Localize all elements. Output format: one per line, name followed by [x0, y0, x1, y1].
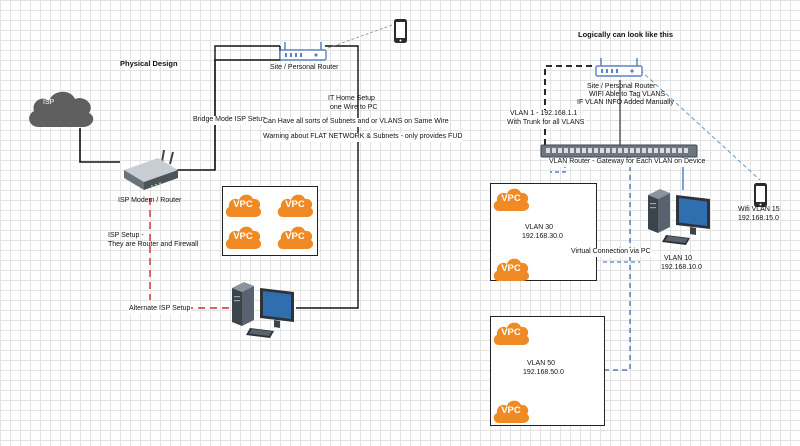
personal-router: [278, 40, 328, 62]
vlan10-subnet: 192.168.10.0: [661, 264, 702, 271]
vlan50-name: VLAN 50: [527, 360, 556, 367]
desktop-computer-icon: [232, 282, 294, 338]
wifi-phone: [753, 182, 768, 208]
vlan10-pc: [646, 183, 714, 247]
home-setup-line2: one Wire to PC: [330, 104, 378, 111]
vpc-label: VPC: [233, 199, 253, 210]
vpc-label: VPC: [501, 405, 521, 416]
isp-modem-label: ISP Modem / Router: [118, 197, 182, 204]
logical-router-line3: IF VLAN INFO Added Manually: [577, 99, 674, 106]
router-icon: [595, 58, 643, 77]
vpc-label: VPC: [233, 231, 253, 242]
switch-label: VLAN Router - Gateway for Each VLAN on D…: [548, 158, 707, 167]
wire-bridge: [214, 45, 280, 170]
vpc-label: VPC: [285, 199, 305, 210]
home-setup-line1: IT Home Setup: [328, 95, 375, 102]
vlan50-subnet: 192.168.50.0: [523, 369, 564, 376]
vpc-cloud-icon: [277, 226, 314, 249]
wifi-name: Wifi VLAN 15: [738, 206, 780, 213]
vpc-cloud-icon: [277, 194, 314, 217]
vlan10-name: VLAN 10: [664, 255, 693, 262]
vpc-cloud-physical-4: VPC: [276, 222, 314, 250]
vpc-cloud-icon: [225, 194, 262, 217]
wifi-link-phone: [327, 24, 393, 49]
virtual-connection-label: Virtual Connection via PC: [570, 248, 652, 257]
isp-setup-line2: They are Router and Firewall: [108, 241, 199, 248]
wifi-link-vlan15: [639, 69, 761, 181]
trunk-link: [544, 65, 592, 150]
vpc-cloud-icon: [493, 188, 530, 211]
vpc-label: VPC: [501, 263, 521, 274]
vpc-cloud-icon: [493, 400, 530, 423]
bridge-mode-label: Bridge Mode ISP Setup: [192, 116, 268, 125]
vpc-cloud-icon: [225, 226, 262, 249]
network-switch-icon: [540, 144, 698, 158]
link-vlan50: [603, 157, 631, 371]
vlan30-name: VLAN 30: [525, 224, 554, 231]
vpc-label: VPC: [501, 193, 521, 204]
vlan30-subnet: 192.168.30.0: [522, 233, 563, 240]
wifi-subnet: 192.168.15.0: [738, 215, 779, 222]
wire-isp-to-modem: [79, 128, 120, 163]
logical-router: [594, 56, 644, 78]
vpc-cloud-logical-1: VPC: [492, 184, 530, 212]
isp-modem: [118, 148, 180, 192]
logical-router-line1: Site / Personal Router: [587, 83, 656, 90]
mobile-phone-icon: [754, 183, 767, 207]
logical-title: Logically can look like this: [578, 30, 674, 39]
trunk-line1: VLAN 1 - 192.168.1.1: [509, 110, 579, 119]
isp-cloud-label: ISP: [43, 99, 55, 106]
logical-router-line2: WIFI Able to Tag VLANS: [589, 91, 666, 98]
vpc-label: VPC: [285, 231, 305, 242]
trunk-line2: With Trunk for all VLANS: [506, 119, 586, 128]
phone-device: [393, 18, 408, 44]
vpc-cloud-logical-2: VPC: [492, 254, 530, 282]
physical-title: Physical Design: [120, 59, 178, 68]
vpc-cloud-icon: [493, 322, 530, 345]
modem-router-icon: [124, 149, 178, 190]
router-icon: [279, 42, 327, 61]
physical-pc: [230, 276, 298, 340]
vpc-label: VPC: [501, 327, 521, 338]
link-vlan30: [550, 157, 566, 173]
vpc-cloud-logical-4: VPC: [492, 396, 530, 424]
wire-router-to-pc: [296, 45, 359, 309]
isp-cloud: ISP: [25, 85, 97, 129]
mobile-phone-icon: [394, 19, 407, 43]
isp-setup-line1: ISP Setup -: [108, 232, 144, 239]
vpc-cloud-logical-3: VPC: [492, 318, 530, 346]
vlan-switch: [540, 143, 698, 159]
subnets-note: Can Have all sorts of Subnets and or VLA…: [262, 118, 450, 127]
personal-router-label: Site / Personal Router: [270, 64, 339, 71]
cloud-icon: [29, 91, 94, 127]
vpc-cloud-physical-1: VPC: [224, 190, 262, 218]
warning-note: Warning about FLAT NETWORK & Subnets - o…: [262, 133, 464, 142]
vpc-cloud-physical-3: VPC: [224, 222, 262, 250]
alternate-setup-label: Alternate ISP Setup: [128, 305, 192, 314]
desktop-computer-icon: [648, 189, 710, 245]
vpc-cloud-physical-2: VPC: [276, 190, 314, 218]
vpc-cloud-icon: [493, 258, 530, 281]
